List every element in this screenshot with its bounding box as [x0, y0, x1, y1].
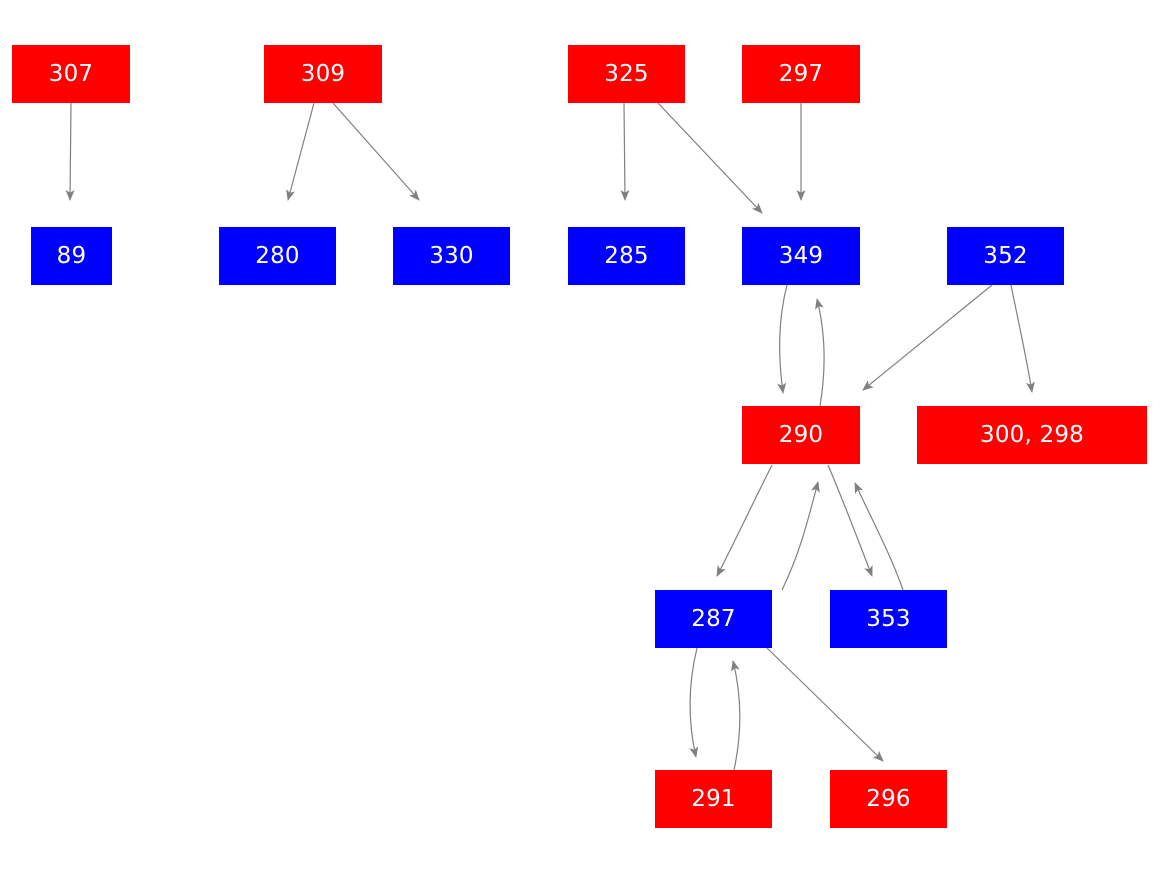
graph-node-label: 325: [604, 60, 649, 87]
graph-node-label: 297: [778, 60, 824, 87]
graph-node-label: 280: [255, 242, 300, 269]
graph-edge-290-to-353: [827, 464, 873, 577]
graph-node-label: 291: [691, 785, 736, 812]
graph-edge-352-to-290: [862, 284, 993, 391]
graph-edges: [65, 102, 1035, 771]
graph-edge-290-to-287: [716, 464, 773, 577]
graph-node-label: 296: [866, 785, 911, 812]
graph-node-330[interactable]: 330: [393, 227, 510, 285]
graph-edge-290-to-349: [815, 298, 825, 407]
graph-node-label: 287: [691, 605, 736, 632]
graph-edge-353-to-290: [854, 482, 904, 591]
graph-node-label: 330: [429, 242, 474, 269]
graph-edge-287-to-291: [689, 647, 699, 758]
graph-edge-309-to-280: [286, 102, 315, 201]
graph-node-325[interactable]: 325: [568, 45, 685, 103]
graph-edge-287-to-296: [766, 647, 884, 762]
graph-node-353[interactable]: 353: [830, 590, 947, 648]
graph-node-352[interactable]: 352: [947, 227, 1064, 285]
graph-edge-291-to-287: [731, 660, 741, 771]
graph-node-label: 349: [778, 242, 824, 269]
graph-node-287[interactable]: 287: [655, 590, 772, 648]
graph-node-307[interactable]: 307: [12, 45, 130, 103]
graph-node-297[interactable]: 297: [742, 45, 860, 103]
graph-edge-352-to-300_298: [1010, 284, 1035, 393]
graph-node-291[interactable]: 291: [655, 770, 772, 828]
graph-node-label: 352: [983, 242, 1028, 269]
graph-node-label: 353: [866, 605, 911, 632]
graph-node-309[interactable]: 309: [264, 45, 382, 103]
graph-node-label: 300, 298: [979, 421, 1085, 448]
graph-node-300_298[interactable]: 300, 298: [917, 406, 1147, 464]
graph-node-label: 89: [56, 242, 87, 269]
graph-edge-307-to-89: [65, 102, 75, 201]
graph-edge-349-to-290: [777, 284, 788, 394]
graph-node-89[interactable]: 89: [31, 227, 112, 285]
graph-node-label: 290: [778, 421, 824, 448]
graph-edge-309-to-330: [332, 102, 420, 201]
graph-node-label: 285: [604, 242, 649, 269]
graph-edge-325-to-285: [620, 102, 630, 201]
graph-node-label: 307: [48, 60, 94, 87]
graph-edge-325-to-349: [657, 102, 763, 214]
graph-node-280[interactable]: 280: [219, 227, 336, 285]
graph-node-290[interactable]: 290: [742, 406, 860, 464]
graph-node-label: 309: [300, 60, 346, 87]
graph-edge-287-to-353: [781, 481, 820, 591]
graph-node-349[interactable]: 349: [742, 227, 860, 285]
graph-node-296[interactable]: 296: [830, 770, 947, 828]
graph-node-285[interactable]: 285: [568, 227, 685, 285]
